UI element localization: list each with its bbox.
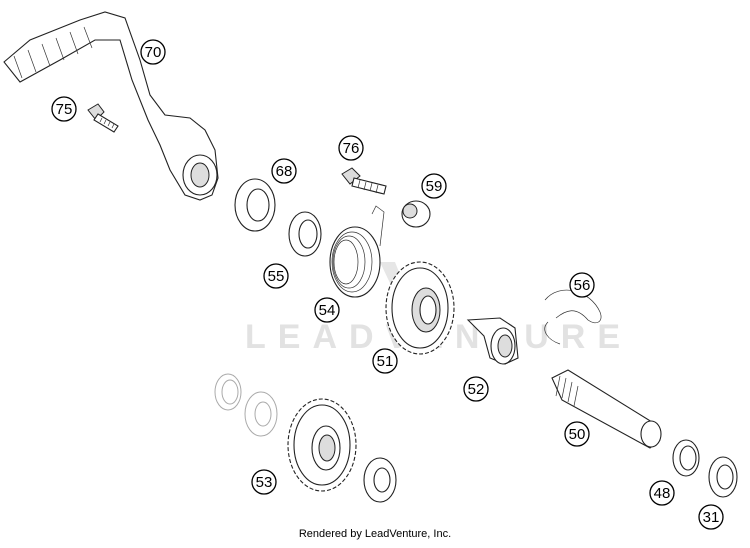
callout-circle-48: [649, 480, 675, 506]
callout-circle-55: [263, 263, 289, 289]
callout-75[interactable]: 75: [51, 96, 77, 122]
callout-70[interactable]: 70: [140, 39, 166, 65]
callout-label-31: 31: [703, 509, 720, 526]
callout-76[interactable]: 76: [338, 135, 364, 161]
part-circlip-48[interactable]: [672, 439, 700, 477]
part-spring-54[interactable]: [329, 205, 385, 298]
callout-label-53: 53: [256, 474, 273, 491]
callout-circle-51: [372, 348, 398, 374]
callout-label-48: 48: [654, 485, 671, 502]
part-washer-31[interactable]: [708, 456, 738, 498]
callouts: 70 75 68 76 59 55 54 56 51 52 50 53 48 31: [51, 39, 724, 530]
callout-label-76: 76: [343, 140, 360, 157]
part-kick-lever[interactable]: [3, 11, 219, 201]
part-washer-left[interactable]: [244, 391, 278, 437]
callout-label-70: 70: [145, 44, 162, 61]
callout-68[interactable]: 68: [271, 158, 297, 184]
callout-circle-52: [463, 376, 489, 402]
callout-label-56: 56: [574, 277, 591, 294]
part-spring-55[interactable]: [288, 211, 322, 257]
callout-circle-68: [271, 158, 297, 184]
part-ring-68[interactable]: [234, 178, 276, 232]
part-bolt-75[interactable]: [87, 103, 119, 133]
callout-label-50: 50: [569, 426, 586, 443]
callout-circle-54: [314, 297, 340, 323]
part-circlip-left[interactable]: [214, 373, 242, 411]
part-washer-53[interactable]: [363, 457, 397, 503]
callout-circle-75: [51, 96, 77, 122]
callout-label-59: 59: [426, 178, 443, 195]
callout-55[interactable]: 55: [263, 263, 289, 289]
callout-circle-50: [564, 421, 590, 447]
callout-54[interactable]: 54: [314, 297, 340, 323]
part-ratchet-52[interactable]: [466, 317, 519, 365]
callout-label-51: 51: [377, 353, 394, 370]
callout-52[interactable]: 52: [463, 376, 489, 402]
callout-label-52: 52: [468, 381, 485, 398]
callout-circle-31: [698, 504, 724, 530]
part-gear-51[interactable]: [385, 261, 455, 355]
part-gear-53[interactable]: [287, 398, 357, 492]
part-shaft-50[interactable]: [551, 369, 662, 449]
callout-circle-59: [421, 173, 447, 199]
callout-50[interactable]: 50: [564, 421, 590, 447]
callout-label-54: 54: [319, 302, 336, 319]
footer-credit: Rendered by LeadVenture, Inc.: [298, 528, 452, 540]
callout-circle-53: [251, 469, 277, 495]
callout-48[interactable]: 48: [649, 480, 675, 506]
part-bushing-59[interactable]: [401, 200, 431, 228]
callout-53[interactable]: 53: [251, 469, 277, 495]
callout-56[interactable]: 56: [569, 272, 595, 298]
callout-59[interactable]: 59: [421, 173, 447, 199]
callout-31[interactable]: 31: [698, 504, 724, 530]
callout-circle-76: [338, 135, 364, 161]
callout-label-75: 75: [56, 101, 73, 118]
callout-circle-70: [140, 39, 166, 65]
callout-51[interactable]: 51: [372, 348, 398, 374]
part-bolt-76[interactable]: [341, 167, 387, 195]
callout-label-68: 68: [276, 163, 293, 180]
callout-label-55: 55: [268, 268, 285, 285]
callout-circle-56: [569, 272, 595, 298]
